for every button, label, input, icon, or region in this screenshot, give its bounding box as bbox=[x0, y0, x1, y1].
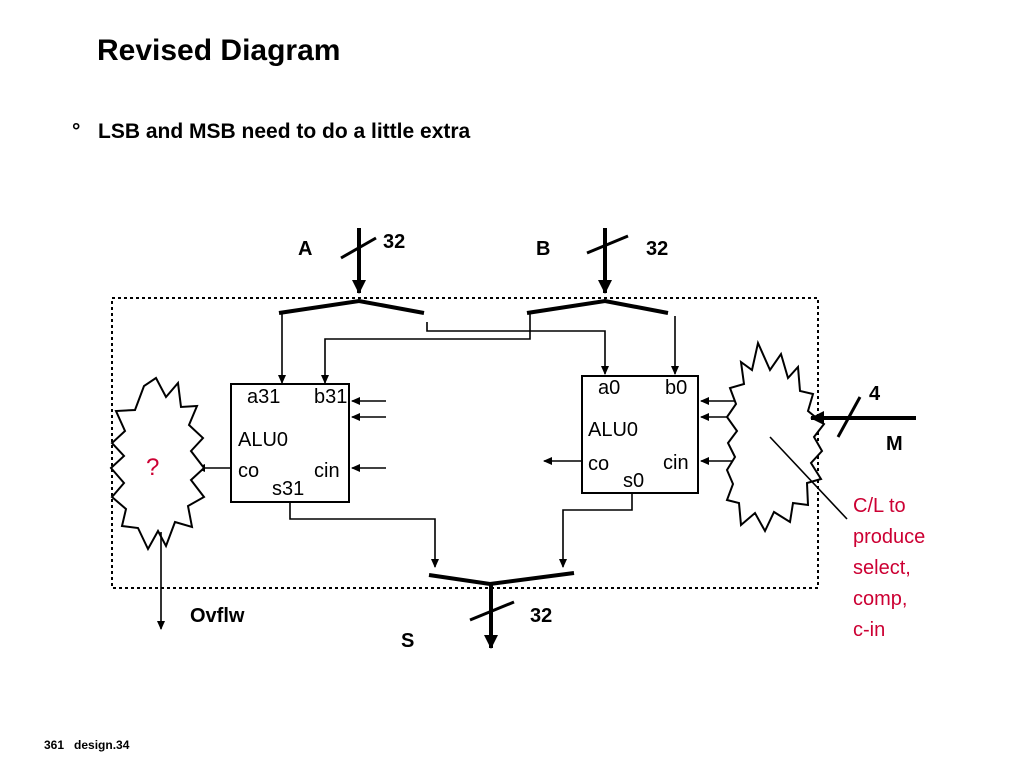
alu-msb-name: ALU0 bbox=[238, 429, 288, 451]
b-bus-slash bbox=[586, 234, 629, 255]
control-note: C/L to produce select, comp, c-in bbox=[853, 495, 931, 641]
control-note-line: select, bbox=[853, 557, 911, 579]
s-width-label: 32 bbox=[530, 605, 552, 627]
control-note-line: comp, bbox=[853, 588, 907, 610]
alu-msb-b-label: b31 bbox=[314, 386, 347, 408]
control-note-line: c-in bbox=[853, 619, 885, 641]
alu-lsb-sum-label: s0 bbox=[623, 470, 644, 492]
slide-footer: 361 design.34 bbox=[44, 738, 139, 752]
a-bus-split bbox=[278, 298, 425, 315]
control-logic-starburst bbox=[725, 339, 826, 534]
alu-lsb-cin-label: cin bbox=[663, 452, 689, 474]
b-label: B bbox=[536, 238, 550, 260]
a-bus-slash bbox=[340, 236, 377, 260]
a-label: A bbox=[298, 238, 312, 260]
unknown-starburst bbox=[109, 376, 206, 552]
b-bus-split bbox=[526, 298, 669, 315]
file-name: design.34 bbox=[74, 738, 130, 752]
alu-msb-co-label: co bbox=[238, 460, 259, 482]
alu-msb-cin-label: cin bbox=[314, 460, 340, 482]
unknown-label: ? bbox=[146, 454, 159, 481]
alu-lsb-a-label: a0 bbox=[598, 377, 620, 399]
s-label: S bbox=[401, 630, 414, 652]
m-width-label: 4 bbox=[869, 383, 881, 405]
wire-s0 bbox=[559, 494, 633, 568]
a-width-label: 32 bbox=[383, 231, 405, 253]
alu-msb-sum-label: s31 bbox=[272, 478, 304, 500]
control-note-line: produce bbox=[853, 526, 925, 548]
wire-a0 bbox=[426, 322, 609, 375]
alu-lsb-box bbox=[581, 375, 699, 494]
slide-title: Revised Diagram bbox=[97, 34, 341, 67]
s-bus-slash bbox=[469, 600, 515, 622]
wire-b31 bbox=[321, 313, 531, 384]
control-note-line: C/L to bbox=[853, 495, 906, 517]
alu-msb-a-label: a31 bbox=[247, 386, 280, 408]
m-bus-slash bbox=[836, 396, 862, 438]
bullet-text: LSB and MSB need to do a little extra bbox=[98, 120, 471, 143]
alu-lsb-name: ALU0 bbox=[588, 419, 638, 441]
page-number: 361 bbox=[44, 738, 65, 752]
overflow-label: Ovflw bbox=[190, 605, 245, 627]
alu-msb-box bbox=[230, 383, 350, 503]
b-width-label: 32 bbox=[646, 238, 668, 260]
s-bus-merge bbox=[428, 571, 575, 587]
bullet-item: ° LSB and MSB need to do a little extra bbox=[72, 120, 470, 144]
m-label: M bbox=[886, 433, 903, 455]
bullet-marker: ° bbox=[72, 120, 81, 143]
control-pointer-line bbox=[769, 436, 848, 520]
alu-lsb-b-label: b0 bbox=[665, 377, 687, 399]
wire-s31 bbox=[289, 503, 439, 568]
dotted-boundary bbox=[111, 297, 819, 589]
alu-lsb-co-label: co bbox=[588, 453, 609, 475]
